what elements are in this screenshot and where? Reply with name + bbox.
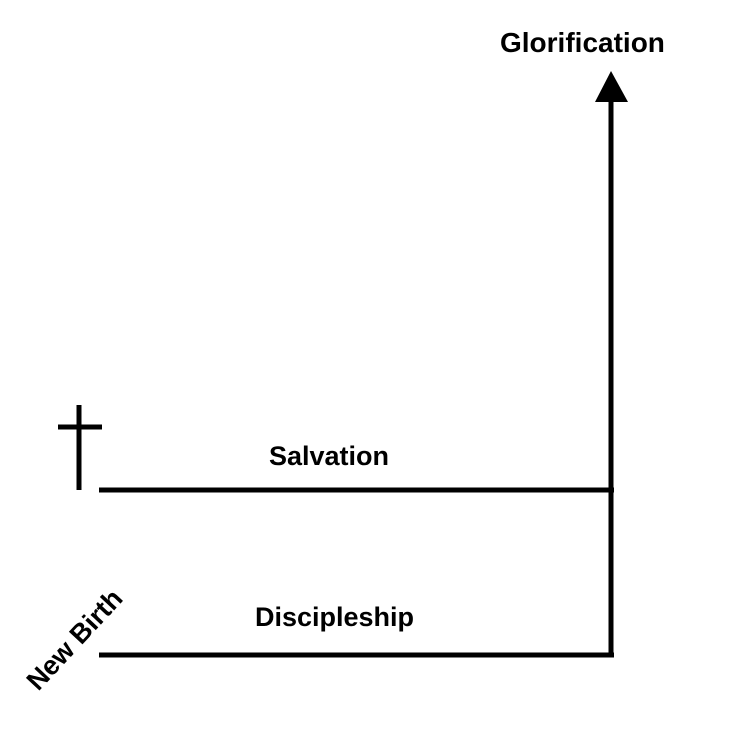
arrow-head-icon (595, 71, 628, 102)
glorification-label: Glorification (500, 27, 665, 58)
cross-icon (58, 405, 102, 490)
salvation-label: Salvation (269, 441, 390, 471)
discipleship-label: Discipleship (255, 602, 415, 632)
